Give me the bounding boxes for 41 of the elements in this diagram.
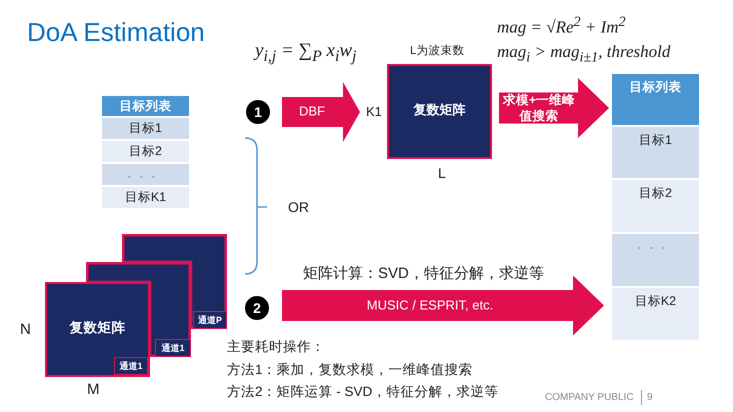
footer-text: COMPANY PUBLIC (545, 392, 634, 403)
table-row: 目标1 (612, 127, 699, 178)
title: DoA Estimation (27, 17, 205, 48)
channel-tab: 通道1 (114, 357, 148, 375)
formula: y$_{i,j}$ = ∑$_{P}$ x$_{i}$w$_{j}$ (255, 40, 356, 66)
block-arrow (499, 78, 609, 138)
matrix-title: 复数矩阵 (70, 318, 126, 336)
table-header: 目标列表 (612, 74, 699, 125)
method-note: 方法2：矩阵运算 - SVD，特征分解，求逆等 (227, 383, 498, 401)
dimension-label: K1 (366, 104, 382, 119)
page-number: 9 (647, 392, 653, 403)
method-note: 方法1：乘加，复数求模，一维峰值搜索 (227, 361, 473, 379)
table-row: 目标2 (102, 141, 189, 162)
table-row: 。。。 (612, 234, 699, 286)
dimension-label: L (438, 165, 446, 181)
edge-label: 求模+一维峰值搜索 (502, 92, 576, 124)
block-arrow (282, 82, 360, 142)
channel-tab: 通道P (193, 311, 227, 329)
formula: mag = √Re$^{2}$ + Im$^{2}$ (497, 14, 626, 38)
block-arrow (282, 276, 604, 336)
caption-label: L为波束数 (410, 44, 464, 58)
note-heading: 主要耗时操作： (227, 338, 325, 356)
table-header: 目标列表 (102, 96, 189, 116)
table-row: 。。。 (102, 164, 189, 185)
dimension-label: N (20, 321, 31, 338)
dimension-label: M (87, 381, 100, 398)
matrix-title: 复数矩阵 (414, 100, 466, 118)
matrix-box (387, 64, 492, 159)
table-row: 目标K2 (612, 288, 699, 340)
channel-tab: 通道1 (155, 339, 191, 357)
table-row: 目标1 (102, 118, 189, 139)
table-row: 目标2 (612, 180, 699, 232)
step-number: 1 (246, 100, 270, 124)
table-row: 目标K1 (102, 187, 189, 208)
step-number: 2 (245, 296, 269, 320)
formula: mag$_{i}$ > mag$_{i±1}$, threshold (497, 42, 670, 66)
method-note: 矩阵计算：SVD，特征分解，求逆等 (303, 264, 544, 283)
edge-label: MUSIC / ESPRIT, etc. (366, 297, 494, 314)
matrix-box (45, 282, 150, 377)
edge-label: DBF (298, 104, 326, 120)
or-label: OR (288, 199, 309, 215)
